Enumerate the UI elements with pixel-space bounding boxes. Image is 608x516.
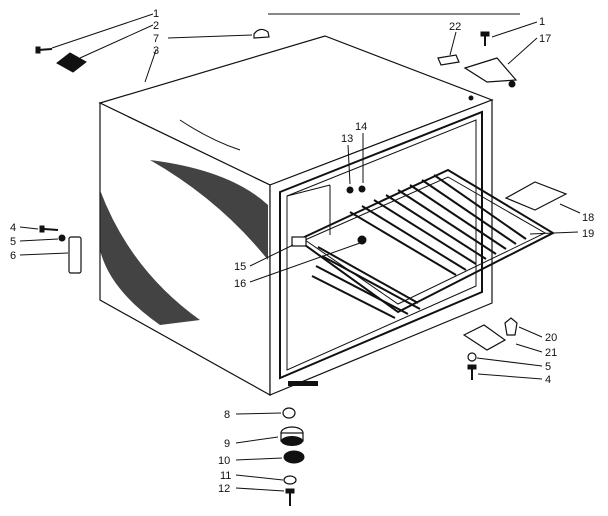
callout-10: 10 xyxy=(218,455,230,467)
cabinet-opening-inner xyxy=(286,119,477,371)
callout-14: 14 xyxy=(355,121,367,133)
callout-3: 3 xyxy=(153,45,159,57)
plate-18 xyxy=(504,181,568,211)
hinge-21 xyxy=(462,324,507,351)
cap xyxy=(253,28,270,39)
callout-22: 22 xyxy=(449,21,461,33)
leader-lines xyxy=(19,13,581,492)
cabinet xyxy=(98,35,494,397)
nameplate xyxy=(288,381,318,386)
cabinet-opening-outer xyxy=(279,110,483,380)
callout-13: 13 xyxy=(341,133,353,145)
nut-8 xyxy=(282,407,296,419)
callout-17: 17 xyxy=(539,33,551,45)
callout-7: 7 xyxy=(153,33,159,45)
callout-1-right: 1 xyxy=(539,16,545,28)
callout-5-right: 5 xyxy=(545,361,551,373)
foot-10 xyxy=(283,450,305,464)
side-shading-bottom xyxy=(100,190,200,325)
side-shading-top xyxy=(150,160,268,260)
callout-15: 15 xyxy=(234,261,246,273)
callout-11: 11 xyxy=(220,470,231,482)
callout-4-left: 4 xyxy=(10,222,16,234)
washer-13 xyxy=(346,186,354,194)
side-highlight xyxy=(179,119,241,151)
callout-9: 9 xyxy=(224,438,230,450)
screw-4-right xyxy=(467,364,477,380)
callout-labels: 1 2 7 3 22 1 17 14 13 18 19 4 5 6 15 16 … xyxy=(10,8,594,495)
leveling-foot xyxy=(280,407,305,506)
callout-16: 16 xyxy=(234,278,246,290)
pad xyxy=(437,54,460,66)
callout-20: 20 xyxy=(545,332,557,344)
pin-20 xyxy=(504,317,518,336)
callout-8: 8 xyxy=(224,409,230,421)
shelf-screw xyxy=(357,235,367,245)
callout-5-left: 5 xyxy=(10,236,16,248)
screw-1-left xyxy=(35,46,53,54)
wire-shelf xyxy=(291,168,556,319)
callout-4-right: 4 xyxy=(545,374,551,386)
shelf-wires xyxy=(311,174,527,319)
washer-5-left xyxy=(58,234,66,242)
callout-6: 6 xyxy=(10,250,16,262)
washer-11 xyxy=(283,475,297,485)
callout-2: 2 xyxy=(153,20,159,32)
callout-21: 21 xyxy=(545,347,557,359)
screw-14 xyxy=(358,185,366,193)
callout-19: 19 xyxy=(582,228,594,240)
hinge-cover xyxy=(56,52,87,73)
top-hinge xyxy=(463,57,518,83)
callout-12: 12 xyxy=(218,483,230,495)
washer-5-right xyxy=(467,352,477,362)
callout-18: 18 xyxy=(582,212,594,224)
shelf-bracket xyxy=(291,236,307,247)
bracket-6 xyxy=(68,236,82,274)
screw-1-right xyxy=(480,31,490,46)
screw-4-left xyxy=(39,225,59,233)
callout-1: 1 xyxy=(153,8,159,20)
